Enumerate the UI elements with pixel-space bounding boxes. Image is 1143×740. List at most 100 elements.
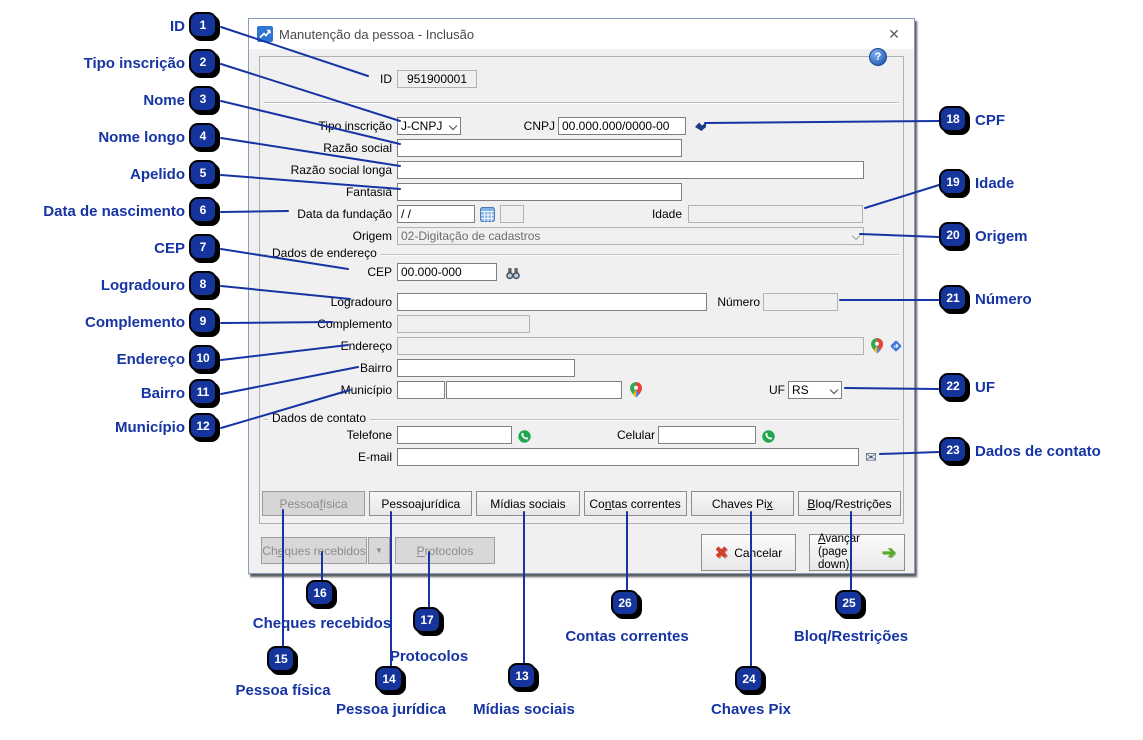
chevron-down-icon — [448, 121, 458, 131]
razao-social-field[interactable] — [397, 139, 682, 157]
grupo-endereco-line — [264, 254, 899, 256]
tipo-inscricao-combo[interactable]: J-CNPJ — [397, 117, 461, 135]
callout-label-pessoa-fisica: Pessoa física — [235, 682, 331, 699]
callout-badge-21: 21 — [939, 285, 967, 311]
origem-row: Origem 02-Digitação de cadastros — [260, 227, 903, 245]
origem-label: Origem — [352, 229, 392, 243]
complemento-label: Complemento — [317, 317, 392, 331]
telefone-row: Telefone Celular — [260, 426, 903, 444]
dropdown-arrow-icon: ▼ — [375, 546, 383, 555]
callout-label-dados-contato: Dados de contato — [975, 443, 1101, 460]
cep-field[interactable]: 00.000-000 — [397, 263, 497, 281]
cep-row: CEP 00.000-000 — [260, 263, 903, 281]
email-label: E-mail — [357, 450, 392, 464]
callout-badge-24: 24 — [735, 666, 763, 692]
dialog-manutencao-pessoa: Manutenção da pessoa - Inclusão ✕ ? ID 9… — [248, 18, 915, 574]
callout-badge-20: 20 — [939, 222, 967, 248]
callout-badge-5: 5 — [189, 160, 217, 186]
razao-social-longa-label: Razão social longa — [290, 163, 392, 177]
municipio-label: Município — [340, 383, 392, 397]
logradouro-label: Logradouro — [330, 295, 392, 309]
callout-label-id: ID — [170, 18, 185, 35]
title-bar: Manutenção da pessoa - Inclusão ✕ — [249, 19, 914, 49]
data-fundacao-field[interactable]: / / — [397, 205, 475, 223]
avancar-button[interactable]: Avançar (page down) ➔ — [809, 533, 905, 571]
callout-badge-26: 26 — [611, 590, 639, 616]
callout-badge-8: 8 — [189, 271, 217, 297]
callout-badge-2: 2 — [189, 49, 217, 75]
callout-badge-16: 16 — [306, 580, 334, 606]
razao-social-row: Razão social — [260, 139, 903, 157]
callout-badge-11: 11 — [189, 379, 217, 405]
razao-social-longa-field[interactable] — [397, 161, 864, 179]
id-row: ID 951900001 — [260, 70, 903, 88]
callout-label-complemento: Complemento — [84, 314, 185, 331]
calendar-icon[interactable] — [479, 206, 495, 222]
directions-icon[interactable] — [888, 338, 904, 354]
binoculars-search-icon[interactable] — [505, 265, 521, 281]
callout-label-logradouro: Logradouro — [100, 277, 185, 294]
celular-field[interactable] — [658, 426, 756, 444]
cancelar-label: Cancelar — [734, 545, 783, 560]
cheques-dropdown-button: ▼ — [368, 537, 390, 564]
envelope-icon[interactable]: ✉ — [865, 448, 877, 465]
logradouro-field[interactable] — [397, 293, 707, 311]
map-pin-icon[interactable] — [869, 338, 885, 354]
numero-field — [763, 293, 838, 311]
cep-label: CEP — [367, 265, 392, 279]
callout-badge-6: 6 — [189, 197, 217, 223]
callout-badge-10: 10 — [189, 345, 217, 371]
complemento-row: Complemento — [260, 315, 903, 333]
uf-combo[interactable]: RS — [788, 381, 842, 399]
callout-badge-12: 12 — [189, 413, 217, 439]
tipo-inscricao-label: Tipo inscrição — [318, 119, 392, 133]
email-row: E-mail ✉ — [260, 448, 903, 466]
callout-label-pessoa-juridica: Pessoa jurídica — [335, 701, 447, 718]
cnpj-field[interactable]: 00.000.000/0000-00 — [558, 117, 686, 135]
municipio-nome-field[interactable] — [446, 381, 622, 399]
municipio-codigo-field[interactable] — [397, 381, 445, 399]
grupo-endereco-label: Dados de endereço — [268, 246, 381, 260]
fantasia-row: Fantasia — [260, 183, 903, 201]
close-icon[interactable]: ✕ — [888, 25, 900, 42]
callout-badge-14: 14 — [375, 666, 403, 692]
callout-label-bloq-restricoes: Bloq/Restrições — [793, 628, 909, 645]
cancelar-button[interactable]: ✖ Cancelar — [701, 534, 796, 571]
whatsapp-icon[interactable] — [516, 428, 532, 444]
tab-midias-sociais[interactable]: Mídias sociais — [476, 491, 580, 516]
whatsapp-icon[interactable] — [760, 428, 776, 444]
callout-label-midias-sociais: Mídias sociais — [473, 701, 575, 718]
chevron-down-icon — [829, 385, 839, 395]
email-field[interactable] — [397, 448, 859, 466]
receita-federal-icon[interactable] — [692, 118, 708, 134]
data-fundacao-label: Data da fundação — [297, 207, 392, 221]
app-icon — [257, 26, 273, 42]
idade-label: Idade — [651, 207, 682, 221]
help-icon[interactable]: ? — [869, 48, 887, 66]
callout-badge-22: 22 — [939, 373, 967, 399]
callout-badge-17: 17 — [413, 607, 441, 633]
idade-field — [688, 205, 863, 223]
callout-label-bairro: Bairro — [140, 385, 185, 402]
chevron-down-icon — [851, 231, 861, 241]
telefone-field[interactable] — [397, 426, 512, 444]
celular-label: Celular — [616, 428, 655, 442]
cancel-x-icon: ✖ — [714, 544, 729, 562]
fantasia-label: Fantasia — [345, 185, 392, 199]
callout-label-nome: Nome — [143, 92, 185, 109]
callout-badge-13: 13 — [508, 663, 536, 689]
fantasia-field[interactable] — [397, 183, 682, 201]
razao-social-longa-row: Razão social longa — [260, 161, 903, 179]
callout-badge-25: 25 — [835, 590, 863, 616]
origem-combo: 02-Digitação de cadastros — [397, 227, 864, 245]
numero-label: Número — [717, 295, 760, 309]
map-pin-icon[interactable] — [628, 382, 644, 398]
data-fundacao-row: Data da fundação / / Idade — [260, 205, 903, 223]
bairro-field[interactable] — [397, 359, 575, 377]
